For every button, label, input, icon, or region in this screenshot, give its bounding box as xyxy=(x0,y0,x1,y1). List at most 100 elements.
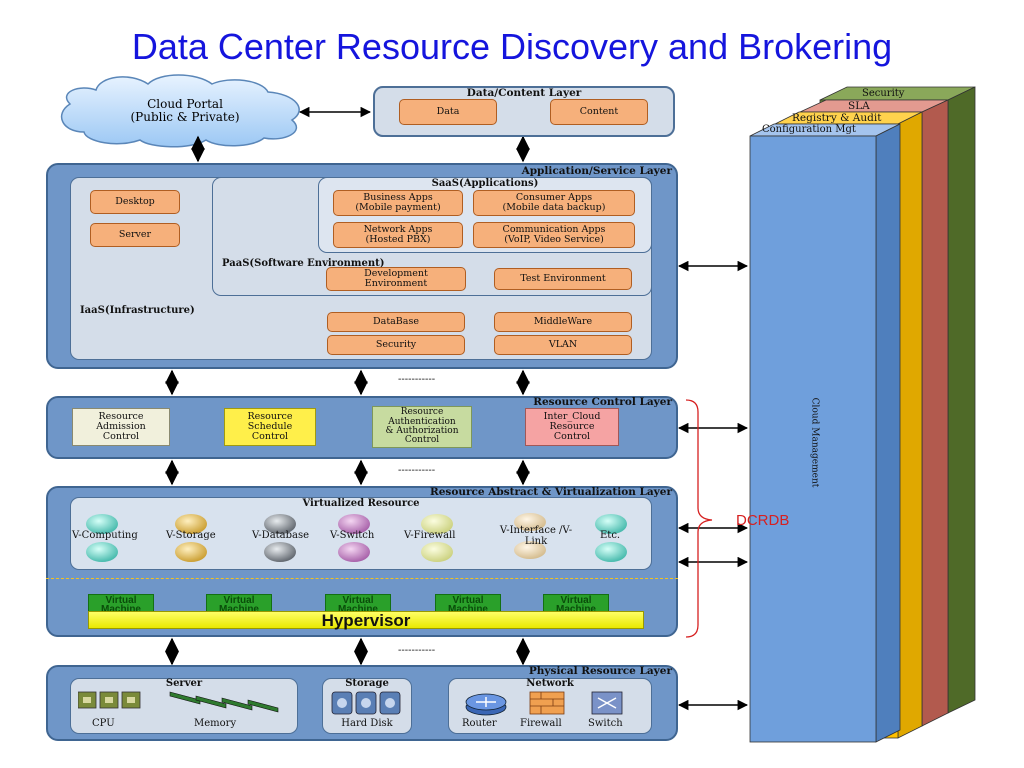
intercloud-line2: Resource xyxy=(549,421,595,433)
intercloud-line1: Inter_Cloud xyxy=(543,411,601,423)
memory-icon xyxy=(169,691,279,713)
control-layer-title: Resource Control Layer xyxy=(533,396,672,408)
firewall-icon xyxy=(529,691,565,715)
network-icons xyxy=(465,691,623,716)
cloud-portal-line2: (Public & Private) xyxy=(130,110,240,124)
registry-audit-label: Registry & Audit xyxy=(792,112,882,124)
cloud-management-line1: Cloud xyxy=(809,397,820,425)
layer-divider xyxy=(46,578,678,579)
ellipsis-dots: ----------- xyxy=(398,374,436,385)
v-firewall-icon xyxy=(421,542,453,562)
firewall-label: Firewall xyxy=(520,718,562,729)
v-database-label: V-Database xyxy=(252,530,310,541)
server-hardware-icons xyxy=(78,691,279,713)
v-storage-label: V-Storage xyxy=(166,530,216,541)
middleware-box: MiddleWare xyxy=(494,312,632,332)
v-computing-label: V-Computing xyxy=(72,530,138,541)
etc-icon xyxy=(595,514,627,534)
storage-title: Storage xyxy=(345,678,389,689)
admission-line1: Resource xyxy=(98,411,144,423)
sla-label: SLA xyxy=(848,100,870,112)
communication-apps-box: Communication Apps(VoIP, Video Service) xyxy=(473,222,635,248)
admission-line3: Control xyxy=(102,430,140,442)
ellipsis-dots: ----------- xyxy=(398,465,436,476)
side-stack xyxy=(749,86,976,743)
network-apps-line1: Network Apps xyxy=(363,224,433,236)
ellipsis-dots: ----------- xyxy=(398,645,436,656)
server-box: Server xyxy=(90,223,180,247)
business-apps-line1: Business Apps xyxy=(363,192,433,204)
dev-env-line2: Environment xyxy=(364,278,428,289)
content-box: Content xyxy=(550,99,648,125)
test-environment-box: Test Environment xyxy=(494,268,632,290)
v-interface-label: V-Interface /V-Link xyxy=(499,525,573,547)
v-interface-icon xyxy=(514,541,546,559)
virt-layer-title: Resource Abstract & Virtualization Layer xyxy=(430,486,672,498)
cloud-portal-line1: Cloud Portal xyxy=(147,97,223,111)
cloud-management-label: Cloud Management xyxy=(809,395,820,491)
database-box: DataBase xyxy=(327,312,465,332)
v-firewall-label: V-Firewall xyxy=(404,530,456,541)
switch-label: Switch xyxy=(588,718,623,729)
communication-apps-line2: (VoIP, Video Service) xyxy=(504,234,604,245)
cloud-portal: Cloud Portal (Public & Private) xyxy=(96,98,274,124)
v-switch-icon xyxy=(338,514,370,534)
hard-disk-icon xyxy=(331,691,401,715)
admission-line2: Admission xyxy=(96,421,146,433)
physical-layer-title: Physical Resource Layer xyxy=(528,665,672,677)
dcrdb-label: DCRDB xyxy=(736,512,790,529)
auth-line4: Control xyxy=(404,435,440,446)
network-title: Network xyxy=(526,678,574,689)
cloud-portal-shape xyxy=(60,74,300,148)
saas-title: SaaS(Applications) xyxy=(431,178,539,189)
schedule-line1: Resource xyxy=(247,411,293,423)
server-title: Server xyxy=(165,678,203,689)
schedule-line3: Control xyxy=(251,430,289,442)
v-computing-icon xyxy=(86,542,118,562)
virtual-resource-icons xyxy=(86,513,627,562)
v-switch-label: V-Switch xyxy=(330,530,375,541)
v-switch-icon xyxy=(338,542,370,562)
router-icon xyxy=(465,693,507,716)
paas-title: PaaS(Software Environment) xyxy=(222,258,385,269)
hypervisor-bar: Hypervisor xyxy=(88,611,644,629)
business-apps-line2: (Mobile payment) xyxy=(355,202,441,213)
consumer-apps-line1: Consumer Apps xyxy=(515,192,593,204)
router-label: Router xyxy=(462,718,497,729)
data-box: Data xyxy=(399,99,497,125)
consumer-apps-line2: (Mobile data backup) xyxy=(502,202,606,213)
app-layer-title: Application/Service Layer xyxy=(521,165,672,177)
network-apps-line2: (Hosted PBX) xyxy=(365,234,431,245)
virtualized-resource-title: Virtualized Resource xyxy=(302,498,420,509)
consumer-apps-box: Consumer Apps(Mobile data backup) xyxy=(473,190,635,216)
dev-env-line1: Development xyxy=(364,268,428,280)
v-storage-icon xyxy=(175,514,207,534)
v-firewall-icon xyxy=(421,514,453,534)
intercloud-line3: Control xyxy=(553,430,591,442)
communication-apps-line1: Communication Apps xyxy=(502,224,606,236)
cpu-icon xyxy=(78,691,141,709)
virtual-machine: Virtual Machine xyxy=(206,594,272,615)
etc-label: Etc. xyxy=(600,530,621,541)
network-apps-box: Network Apps(Hosted PBX) xyxy=(333,222,463,248)
business-apps-box: Business Apps(Mobile payment) xyxy=(333,190,463,216)
v-storage-icon xyxy=(175,542,207,562)
v-computing-icon xyxy=(86,514,118,534)
memory-label: Memory xyxy=(194,718,237,729)
security-box: Security xyxy=(327,335,465,355)
etc-icon xyxy=(595,542,627,562)
security-label: Security xyxy=(862,88,905,99)
vlan-box: VLAN xyxy=(494,335,632,355)
cpu-label: CPU xyxy=(92,718,115,729)
desktop-box: Desktop xyxy=(90,190,180,214)
configuration-mgt-label: Configuration Mgt xyxy=(762,124,856,135)
virtual-machine: Virtual Machine xyxy=(325,594,391,615)
v-database-icon xyxy=(264,514,296,534)
switch-icon xyxy=(591,691,623,715)
iaas-title: IaaS(Infrastructure) xyxy=(80,305,195,316)
v-interface-icon xyxy=(514,513,546,531)
